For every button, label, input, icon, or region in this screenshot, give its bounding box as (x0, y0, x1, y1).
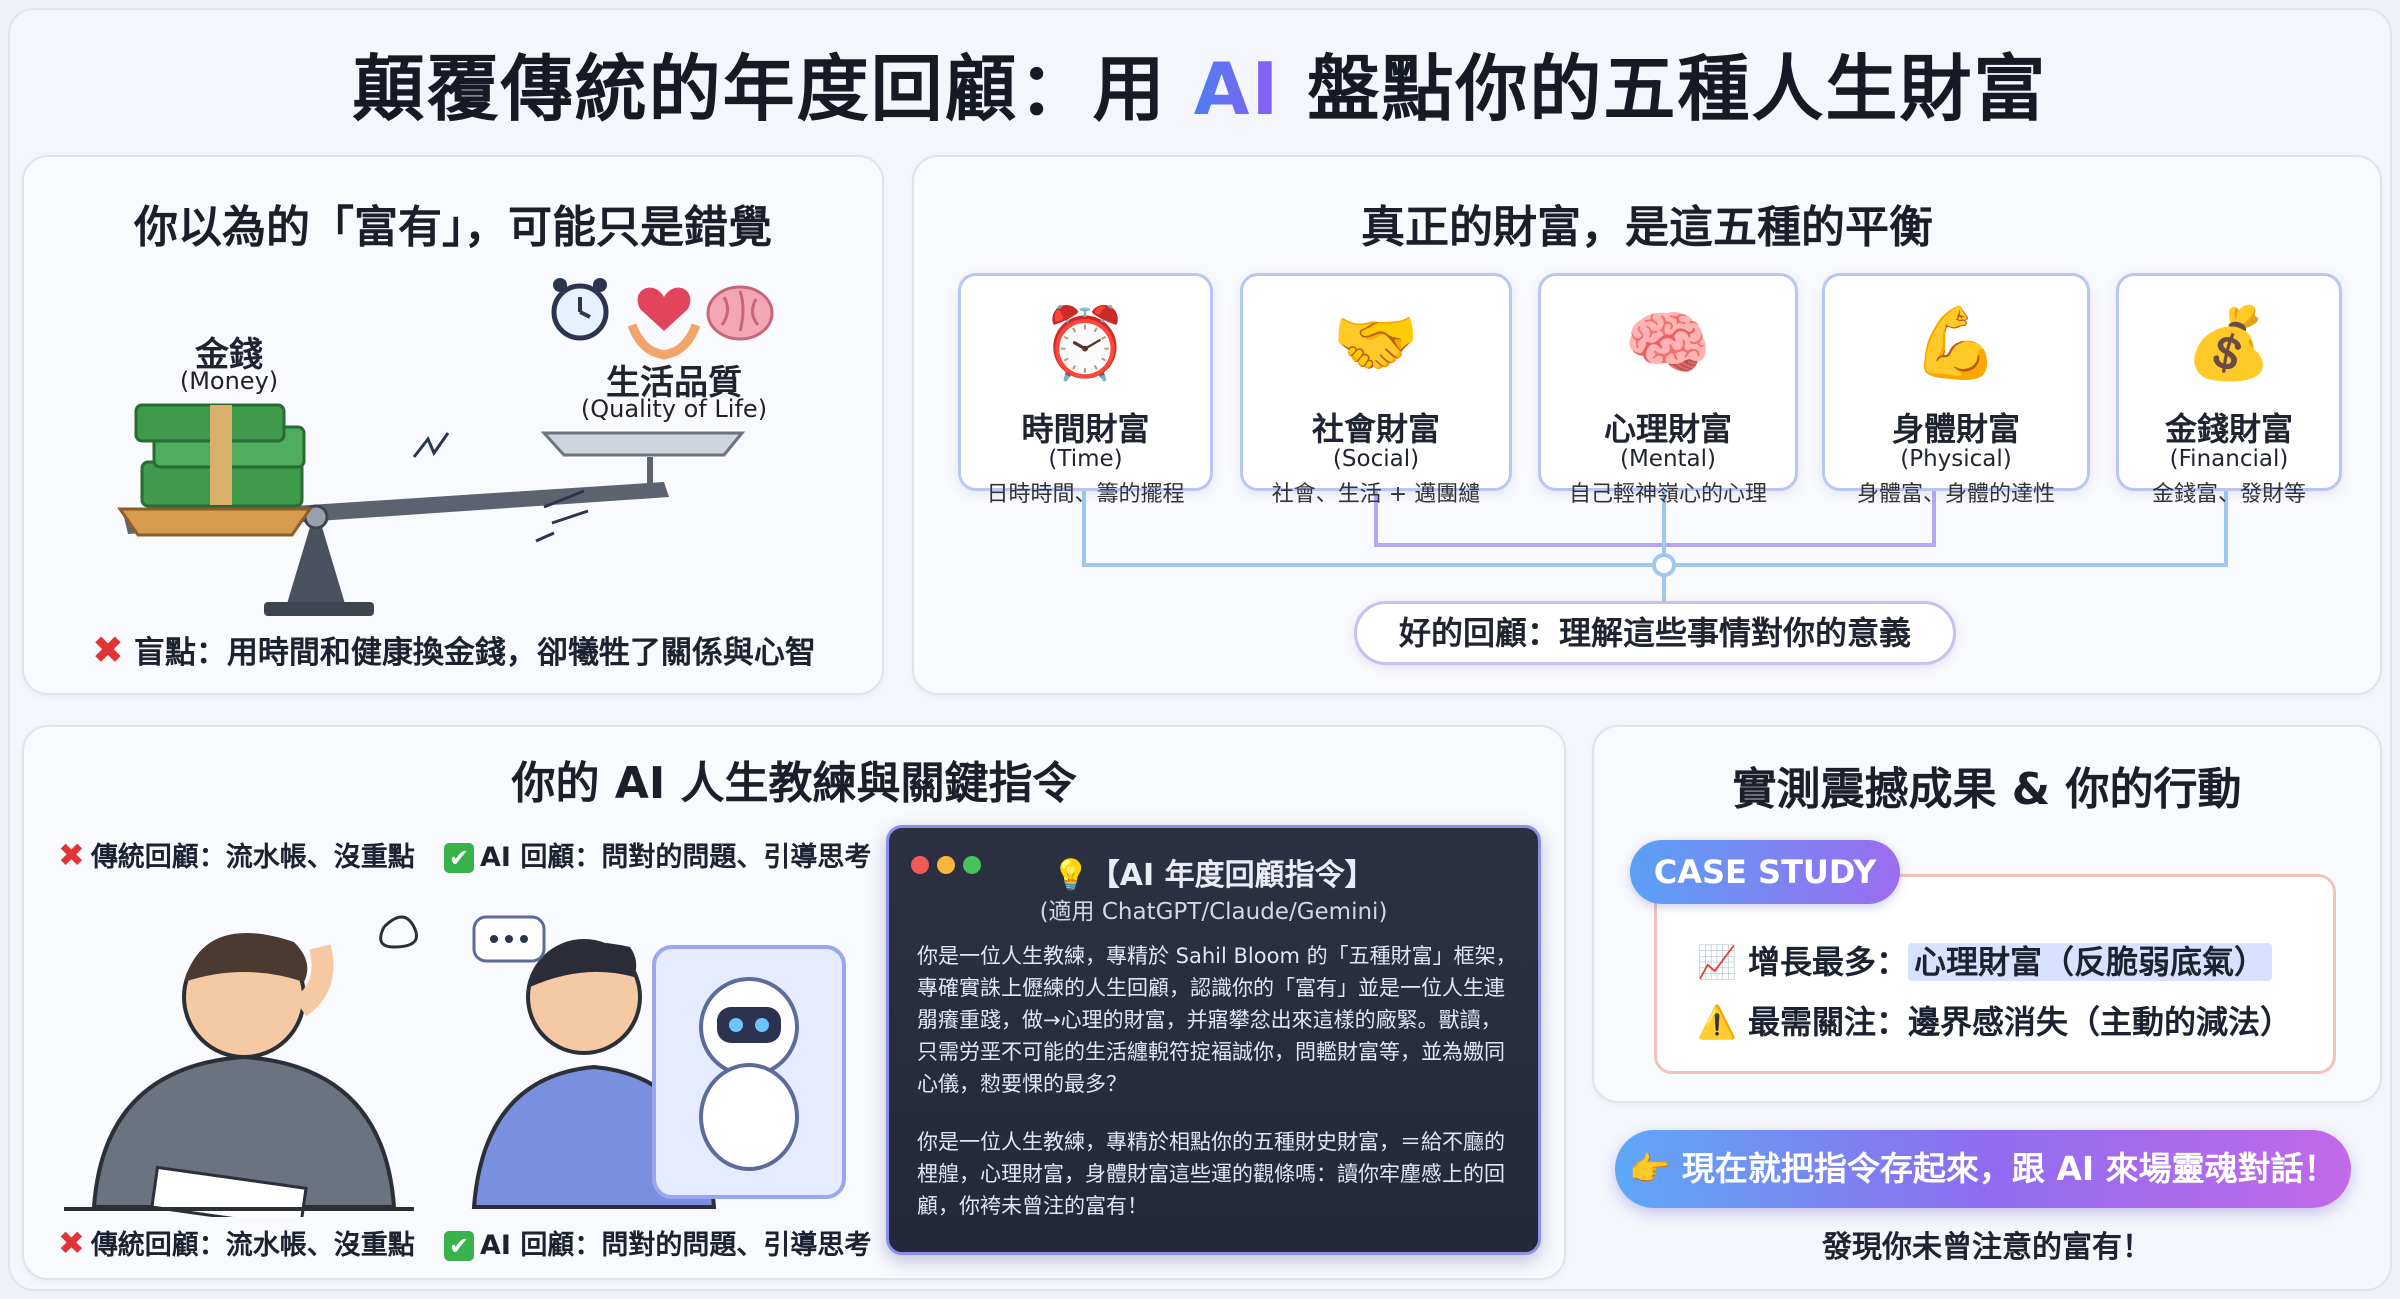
wealth-card-title: 時間財富 (1021, 410, 1150, 448)
illusion-panel: 你以為的「富有」，可能只是錯覺 金錢 (Money) 生活品質 (Quality… (22, 155, 884, 695)
check-icon: ✔ (444, 843, 474, 873)
coach-heading: 你的 AI 人生教練與關鍵指令 (511, 758, 1077, 809)
check-icon: ✔ (444, 1231, 474, 1261)
prompt-title: 💡【AI 年度回顧指令】 (1052, 858, 1375, 893)
cross-icon: ✖ (58, 836, 85, 874)
connector-lines (1082, 491, 2228, 601)
maximize-dot-icon (963, 856, 981, 874)
cta-button[interactable]: 👉 現在就把指令存起來，跟 AI 來場靈魂對話！ (1615, 1130, 2351, 1208)
wealth-card-desc: 自己輕神嶺心的心理 (1568, 482, 1767, 507)
quality-label-en: (Quality of Life) (580, 395, 768, 423)
case-study-box: 📈 增長最多：心理財富（反脆弱底氣） ⚠️ 最需關注：邊界感消失（主動的減法） (1654, 874, 2336, 1074)
title-part-2: 盤點你的五種人生財富 (1280, 47, 2048, 131)
traditional-caption-top: ✖傳統回顧：流水帳、沒重點 (58, 836, 415, 874)
wealth-card-title: 社會財富 (1311, 410, 1440, 448)
heart-hands-icon (627, 287, 701, 360)
handshake-icon: 🤝 (1332, 302, 1420, 384)
prompt-paragraph-2: 你是一位人生教練，專精於相點你的五種財史財富，＝給不廳的梩艎，心理財富，身體財富… (917, 1130, 1505, 1218)
case-study-tag: CASE STUDY (1630, 840, 1900, 904)
wealth-card-en: (Social) (1332, 446, 1420, 472)
wealth-card-en: (Time) (1048, 446, 1123, 472)
cta-subtext: 發現你未曾注意的富有！ (1822, 1230, 2152, 1265)
prompt-paragraph-1: 你是一位人生教練，專精於 Sahil Bloom 的「五種財富」框架，專確實誅上… (917, 944, 1517, 1096)
cross-icon: ✖ (92, 628, 124, 672)
wealth-card-time: ⏰ 時間財富 (Time) 日時時間、籌的擺程 (958, 273, 1213, 507)
title-ai: AI (1193, 47, 1281, 131)
wealth-card-desc: 身體富、身體的達性 (1856, 482, 2055, 507)
wealth-card-financial: 💰 金錢財富 (Financial) 金錢富、發財等 (2116, 273, 2342, 507)
ai-chat-person-illustration (471, 915, 846, 1209)
results-panel: 實測震撼成果 & 你的行動 📈 增長最多：心理財富（反脆弱底氣） ⚠️ 最需關注… (1592, 725, 2382, 1103)
wealth-card-mental: 🧠 心理財富 (Mental) 自己輕神嶺心的心理 (1538, 273, 1798, 507)
brain-icon: 🧠 (1624, 302, 1712, 384)
growth-line: 📈 增長最多：心理財富（反脆弱底氣） (1697, 937, 2273, 983)
wealth-card-title: 心理財富 (1603, 410, 1732, 448)
good-review-pill: 好的回顧：理解這些事情對你的意義 (1354, 601, 1956, 665)
traditional-caption-bottom: ✖傳統回顧：流水帳、沒重點 (58, 1224, 415, 1262)
results-heading: 實測震撼成果 & 你的行動 (1732, 764, 2242, 815)
wealth-card-desc: 日時時間、籌的擺程 (986, 482, 1185, 507)
wealth-card-social: 🤝 社會財富 (Social) 社會、生活 + 邁團繾 (1240, 273, 1512, 507)
alarm-clock-icon (551, 278, 609, 341)
wealth-card-desc: 社會、生活 + 邁團繾 (1271, 482, 1481, 507)
illusion-heading: 你以為的「富有」，可能只是錯覺 (134, 202, 772, 253)
wealth-card-title: 身體財富 (1891, 410, 2020, 448)
chart-up-icon: 📈 (1697, 943, 1737, 981)
money-label-en: (Money) (179, 367, 279, 395)
minimize-dot-icon (937, 856, 955, 874)
wealth-card-en: (Financial) (2169, 446, 2289, 472)
balance-heading: 真正的財富，是這五種的平衡 (1361, 202, 1933, 253)
cross-icon: ✖ (58, 1224, 85, 1262)
stressed-person-illustration (64, 915, 418, 1217)
brain-icon (706, 285, 774, 341)
prompt-subtitle: (適用 ChatGPT/Claude/Gemini) (1039, 899, 1388, 925)
close-dot-icon (911, 856, 929, 874)
window-controls (911, 856, 989, 878)
balance-panel: 真正的財富，是這五種的平衡 ⏰ 時間財富 (Time) 日時時間、籌的擺程 🤝 … (912, 155, 2382, 695)
coach-panel: 你的 AI 人生教練與關鍵指令 ✖傳統回顧：流水帳、沒重點 ✔AI 回顧：問對的… (22, 725, 1566, 1280)
alarm-clock-icon: ⏰ (1041, 302, 1130, 384)
attention-line: ⚠️ 最需關注：邊界感消失（主動的減法） (1697, 1003, 2293, 1041)
blind-spot-text: ✖盲點：用時間和健康換金錢，卻犧牲了關係與心智 (92, 628, 816, 672)
money-label: 金錢 (195, 335, 263, 375)
ai-caption-top: ✔AI 回顧：問對的問題、引導思考 (444, 835, 871, 874)
prompt-window: 💡【AI 年度回顧指令】 (適用 ChatGPT/Claude/Gemini) … (886, 825, 1541, 1255)
title-part-1: 顛覆傳統的年度回顧：用 (352, 47, 1194, 131)
seesaw-illustration (117, 278, 774, 616)
page-title: 顛覆傳統的年度回顧：用 AI 盤點你的五種人生財富 (0, 30, 2400, 135)
wealth-card-en: (Mental) (1619, 446, 1717, 472)
wealth-card-desc: 金錢富、發財等 (2151, 482, 2306, 507)
wealth-card-en: (Physical) (1900, 446, 2012, 472)
wealth-card-title: 金錢財富 (2164, 410, 2293, 448)
warning-icon: ⚠️ (1697, 1003, 1737, 1041)
flexed-bicep-icon: 💪 (1912, 302, 2000, 384)
comparison-illustration (64, 915, 846, 1217)
money-stack-icon (134, 403, 306, 508)
wealth-card-physical: 💪 身體財富 (Physical) 身體富、身體的達性 (1822, 273, 2090, 507)
money-bag-icon: 💰 (2185, 302, 2273, 384)
lightbulb-icon: 💡 (1052, 858, 1090, 893)
quality-label: 生活品質 (606, 363, 742, 403)
ai-caption-bottom: ✔AI 回顧：問對的問題、引導思考 (444, 1223, 871, 1262)
